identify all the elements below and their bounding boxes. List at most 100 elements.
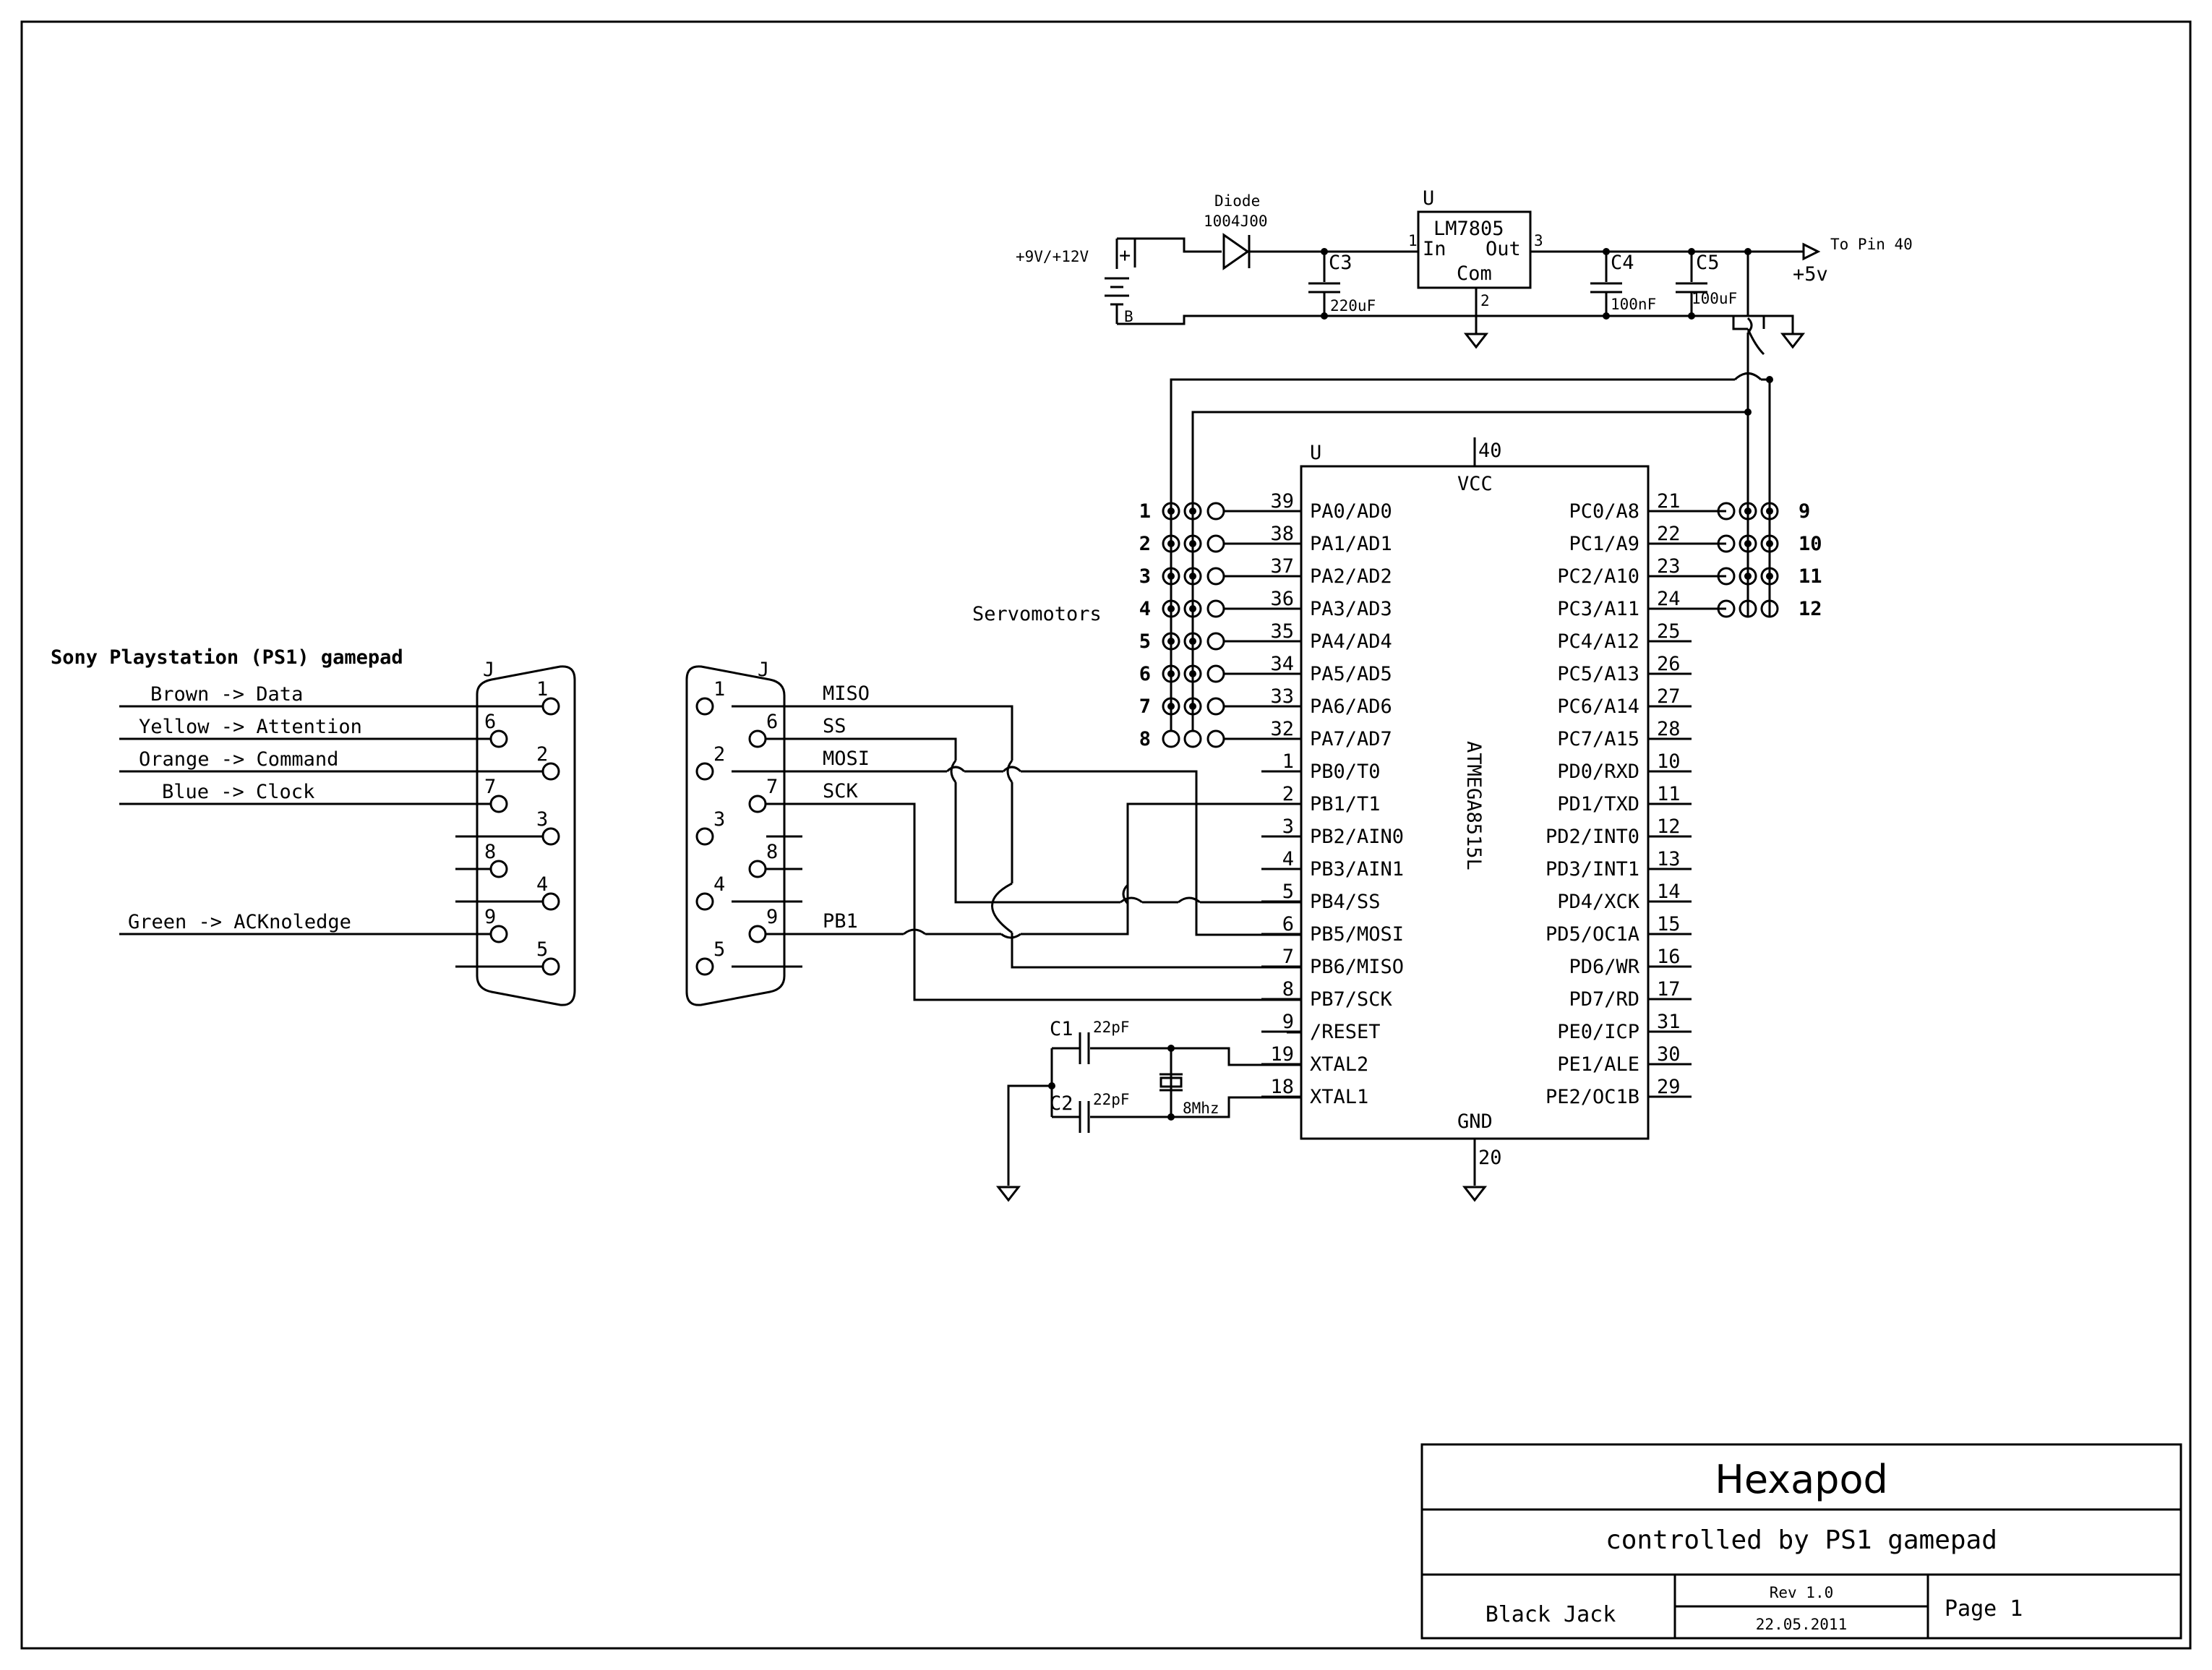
mcu-left-pin-number: 36: [1270, 588, 1294, 610]
servo-left-pin: [1206, 567, 1225, 586]
mcu-left-pin-name: PA1/AD1: [1310, 533, 1392, 555]
mcu-left-pin-number: 7: [1282, 946, 1294, 968]
regulator-pin-2: 2: [1480, 292, 1490, 309]
mcu-right-pin-number: 27: [1657, 685, 1681, 708]
supply-voltage-label: +9V/+12V: [1016, 248, 1089, 265]
capacitor-c2: C2 22pF: [1050, 1091, 1171, 1133]
gamepad-wire-label: Yellow -> Attention: [139, 716, 362, 738]
title-block-author: Black Jack: [1486, 1602, 1616, 1627]
servo-left-pin: [1206, 599, 1225, 618]
regulator-part: LM7805: [1433, 218, 1504, 240]
mcu-vcc-pin: 40: [1478, 440, 1502, 462]
servo-left-pin: [1206, 664, 1225, 683]
mcu-right-pin-number: 12: [1657, 815, 1681, 838]
isp-pin-number: 7: [766, 776, 778, 798]
gamepad-pin-number: 5: [536, 938, 548, 961]
mcu-left-pin-number: 5: [1282, 881, 1294, 903]
mcu-right-pin-number: 16: [1657, 946, 1681, 968]
mcu-left-pin-name: XTAL2: [1310, 1053, 1368, 1076]
gamepad-pin: [541, 827, 560, 846]
regulator-ref: U: [1423, 187, 1434, 210]
mcu-left-pin-name: PB1/T1: [1310, 793, 1381, 815]
c3-value: 220uF: [1330, 297, 1376, 314]
mcu-right-pin-name: PD1/TXD: [1557, 793, 1639, 815]
mcu-left-pin-name: PB7/SCK: [1310, 988, 1393, 1011]
gamepad-pin: [541, 697, 560, 716]
gamepad-wire-label: Green -> ACKnoledge: [128, 911, 351, 933]
mcu-left-pin-number: 1: [1282, 750, 1294, 773]
mcu-right-pins: 21PC0/A822PC1/A923PC2/A1024PC3/A1125PC4/…: [1546, 490, 1692, 1108]
isp-signal-ss: SS: [823, 715, 846, 737]
mcu-right-pin-number: 23: [1657, 555, 1681, 578]
mcu-left-pin-name: PB2/AIN0: [1310, 826, 1404, 848]
mcu-left-pin-name: PA3/AD3: [1310, 598, 1392, 620]
capacitor-c1: C1 22pF: [1050, 1018, 1171, 1064]
isp-pin: [748, 860, 767, 878]
mcu-right-pin-number: 30: [1657, 1043, 1681, 1066]
mcu-right-pin-name: PC4/A12: [1557, 630, 1639, 653]
regulator-out-pin: Out: [1486, 238, 1521, 260]
servo-left-pin: [1206, 534, 1225, 553]
isp-pin-number: 8: [766, 841, 778, 863]
voltage-regulator-lm7805: U LM7805 In Out Com 1 3 2: [1408, 187, 1543, 331]
mcu-right-pin-name: PC7/A15: [1557, 728, 1639, 750]
servo-left-number: 3: [1139, 565, 1151, 588]
mcu-left-pin-number: 3: [1282, 815, 1294, 838]
gamepad-pin-number: 3: [536, 808, 548, 831]
mcu-right-pin-name: PD5/OC1A: [1546, 923, 1639, 946]
mcu-right-pin-number: 21: [1657, 490, 1681, 513]
gamepad-pin: [541, 957, 560, 976]
mcu-right-pin-name: PE0/ICP: [1557, 1021, 1639, 1043]
mcu-right-pin-name: PD6/WR: [1569, 956, 1639, 978]
mcu-right-pin-number: 17: [1657, 978, 1681, 1001]
servo-left-pin: [1206, 729, 1225, 748]
mcu-gnd-label: GND: [1457, 1110, 1493, 1133]
diode-label: Diode: [1214, 192, 1260, 210]
gamepad-pin: [541, 762, 560, 781]
isp-signal-mosi: MOSI: [823, 748, 870, 770]
regulator-pin-3: 3: [1534, 232, 1543, 249]
c1-label: C1: [1050, 1018, 1073, 1040]
mcu-left-pin-number: 35: [1270, 620, 1294, 643]
servo-left-pin: [1183, 729, 1202, 748]
title-block-subtitle: controlled by PS1 gamepad: [1606, 1525, 1997, 1555]
isp-pin: [695, 697, 714, 716]
c4-value: 100nF: [1611, 296, 1656, 313]
gamepad-pin-number: 2: [536, 743, 548, 766]
isp-pin-number: 3: [713, 808, 725, 831]
mcu-vcc-label: VCC: [1457, 473, 1493, 495]
mcu-left-pin-name: PB5/MOSI: [1310, 923, 1404, 946]
crystal-8mhz: [1159, 1048, 1183, 1117]
isp-pin: [695, 892, 714, 911]
gamepad-pin: [489, 925, 508, 943]
mcu-right-pin-name: PC0/A8: [1569, 500, 1639, 523]
title-block-page: Page 1: [1945, 1596, 2023, 1622]
to-pin-40-label: To Pin 40: [1830, 236, 1913, 253]
mcu-left-pin-name: PB6/MISO: [1310, 956, 1404, 978]
diode-part-number: 1004J00: [1204, 213, 1268, 230]
mcu-left-pin-name: PB3/AIN1: [1310, 858, 1404, 881]
mcu-left-pin-name: PB4/SS: [1310, 891, 1381, 913]
isp-pin: [748, 729, 767, 748]
servo-right-number: 11: [1799, 565, 1822, 588]
isp-pin-number: 9: [766, 906, 778, 928]
c2-label: C2: [1050, 1092, 1073, 1115]
mcu-right-pin-name: PC3/A11: [1557, 598, 1639, 620]
gamepad-pin-number: 7: [484, 776, 496, 798]
mcu-left-pin-number: 34: [1270, 653, 1294, 675]
mcu-left-pin-number: 6: [1282, 913, 1294, 935]
gamepad-wire-label: Blue -> Clock: [162, 781, 314, 803]
isp-connector-ref: J: [758, 659, 769, 681]
isp-pin: [695, 827, 714, 846]
servo-left-pin: [1206, 697, 1225, 716]
capacitor-c5: C5 100uF: [1676, 252, 1737, 316]
servo-right-number: 9: [1799, 500, 1810, 523]
mcu-left-pin-number: 9: [1282, 1011, 1294, 1033]
mcu-left-pin-name: PA7/AD7: [1310, 728, 1392, 750]
mcu-right-pin-number: 11: [1657, 783, 1681, 805]
